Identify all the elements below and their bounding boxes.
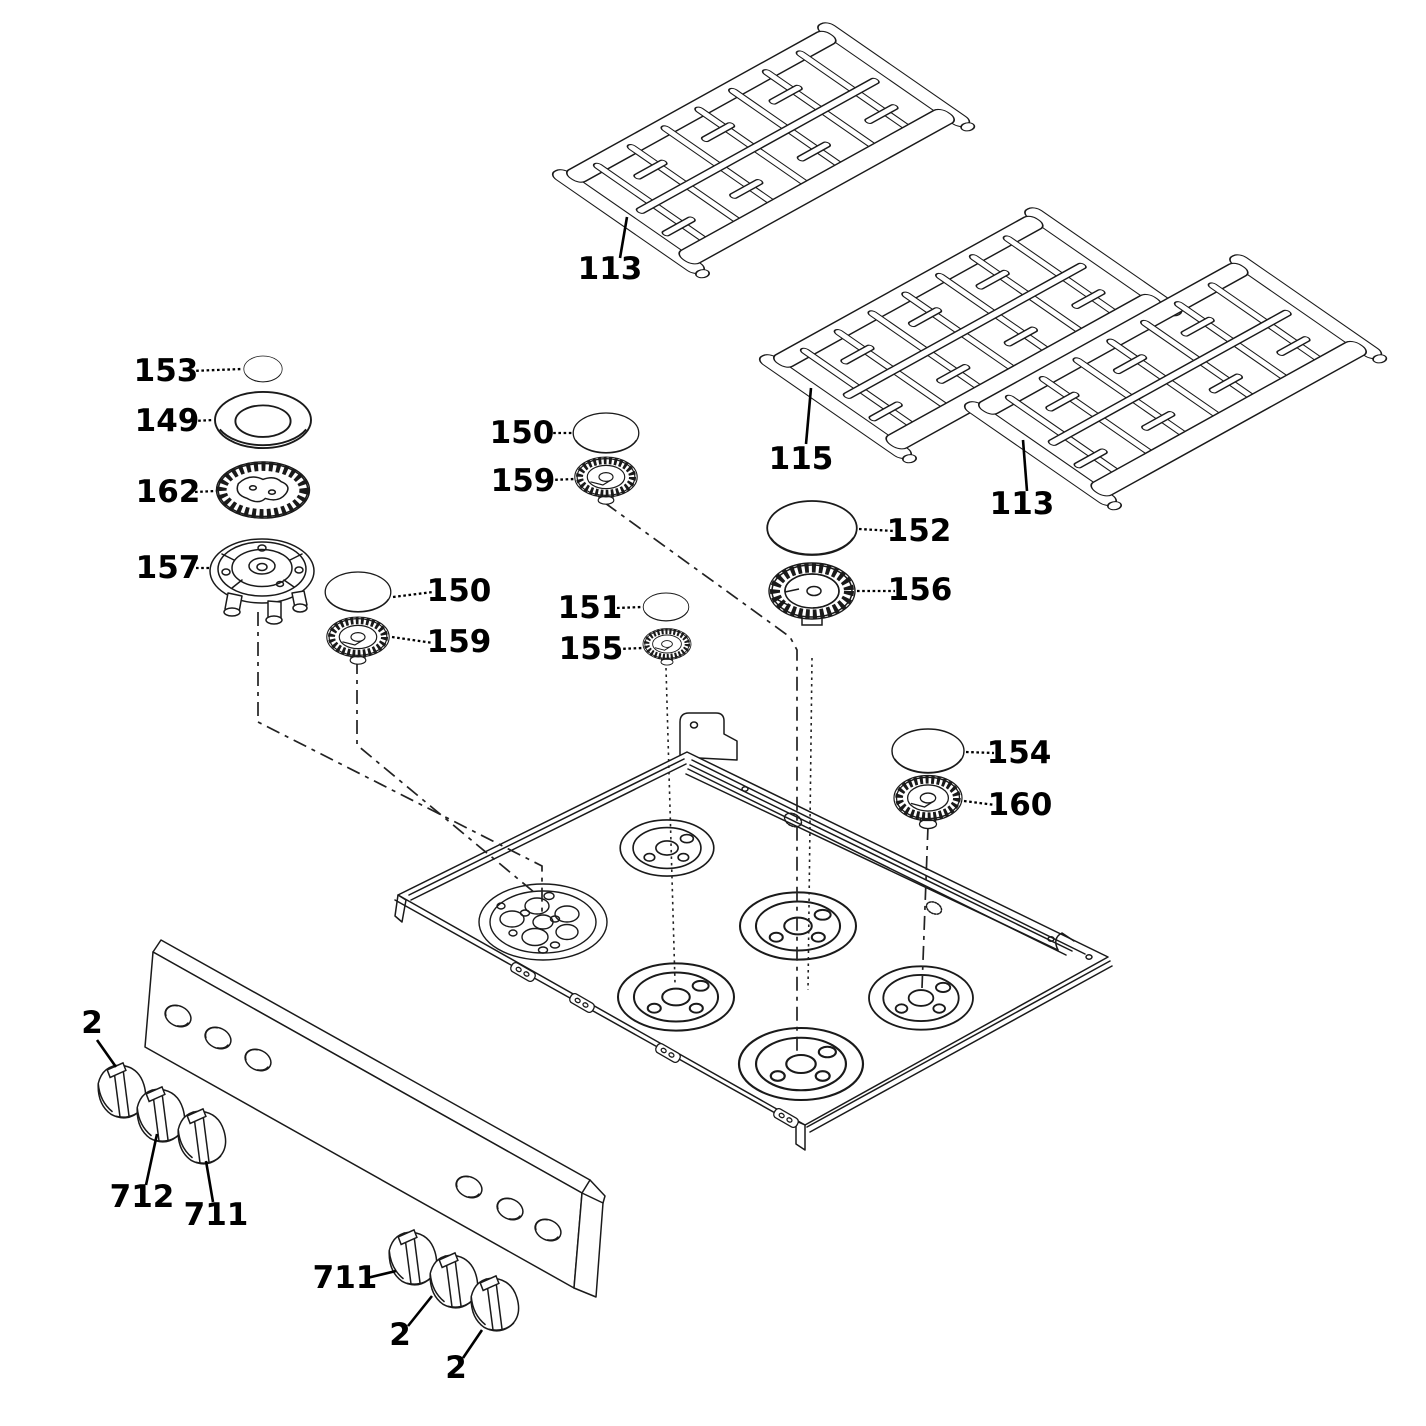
- part-label-2-middle: 2: [389, 1317, 411, 1353]
- projection-line-157: [257, 612, 543, 914]
- part-label-159-left: 159: [427, 624, 492, 660]
- part-label-115: 115: [769, 441, 834, 477]
- burner-position-front-middle: [616, 962, 736, 1032]
- burner-cap-150-left: [324, 571, 392, 613]
- burner-head-160: [894, 776, 962, 829]
- part-label-711-left: 711: [184, 1197, 249, 1233]
- part-label-151: 151: [558, 590, 623, 626]
- burner-position-back-left: [619, 819, 715, 877]
- flame-ring-162: [217, 462, 310, 518]
- burner-cap-152: [766, 500, 858, 556]
- burner-cap-151: [642, 592, 690, 622]
- part-label-155: 155: [559, 631, 624, 667]
- control-panel: [144, 939, 606, 1298]
- burner-head-155: [643, 629, 691, 666]
- part-label-2-right: 2: [445, 1350, 467, 1386]
- burner-base-157: [209, 538, 315, 625]
- part-label-154: 154: [987, 735, 1052, 771]
- burner-position-back-middle: [738, 891, 858, 961]
- part-labels: 113 115 113 153 149 162 157 150 159 150 …: [81, 251, 1054, 1386]
- part-label-712: 712: [110, 1179, 175, 1215]
- part-label-159-middle: 159: [491, 463, 556, 499]
- burner-parts: [209, 355, 965, 829]
- projection-lines: [257, 502, 929, 1052]
- part-label-113-top: 113: [578, 251, 643, 287]
- part-label-2-left: 2: [81, 1005, 103, 1041]
- grate-top: [548, 19, 980, 281]
- part-label-156: 156: [888, 572, 953, 608]
- part-label-149: 149: [135, 403, 200, 439]
- burner-position-front-left-large: [478, 883, 608, 961]
- part-label-150-middle: 150: [490, 415, 555, 451]
- part-label-160: 160: [988, 787, 1053, 823]
- projection-line-155: [665, 667, 676, 984]
- part-label-162: 162: [136, 474, 201, 510]
- burner-cap-154: [891, 728, 965, 774]
- burner-cap-153: [243, 355, 283, 383]
- part-label-113-right: 113: [990, 486, 1055, 522]
- control-panel-end-face: [573, 1192, 604, 1298]
- burner-ring-149: [214, 390, 312, 450]
- burner-position-back-right: [868, 965, 974, 1031]
- part-label-157: 157: [136, 550, 201, 586]
- burner-position-front-right: [737, 1026, 865, 1102]
- leader-lines: [95, 216, 1029, 1359]
- burner-cap-150-middle: [572, 412, 640, 454]
- burner-head-159-left: [327, 617, 389, 664]
- part-label-152: 152: [887, 513, 952, 549]
- projection-line-160: [921, 825, 929, 989]
- part-label-150-left: 150: [427, 573, 492, 609]
- part-label-711-right: 711: [313, 1260, 378, 1296]
- burner-head-156: [769, 563, 855, 625]
- burner-head-159-middle: [575, 457, 637, 504]
- cooktop-panel: [394, 712, 1113, 1151]
- part-label-153: 153: [134, 353, 199, 389]
- panel-rear-bracket: [679, 712, 738, 761]
